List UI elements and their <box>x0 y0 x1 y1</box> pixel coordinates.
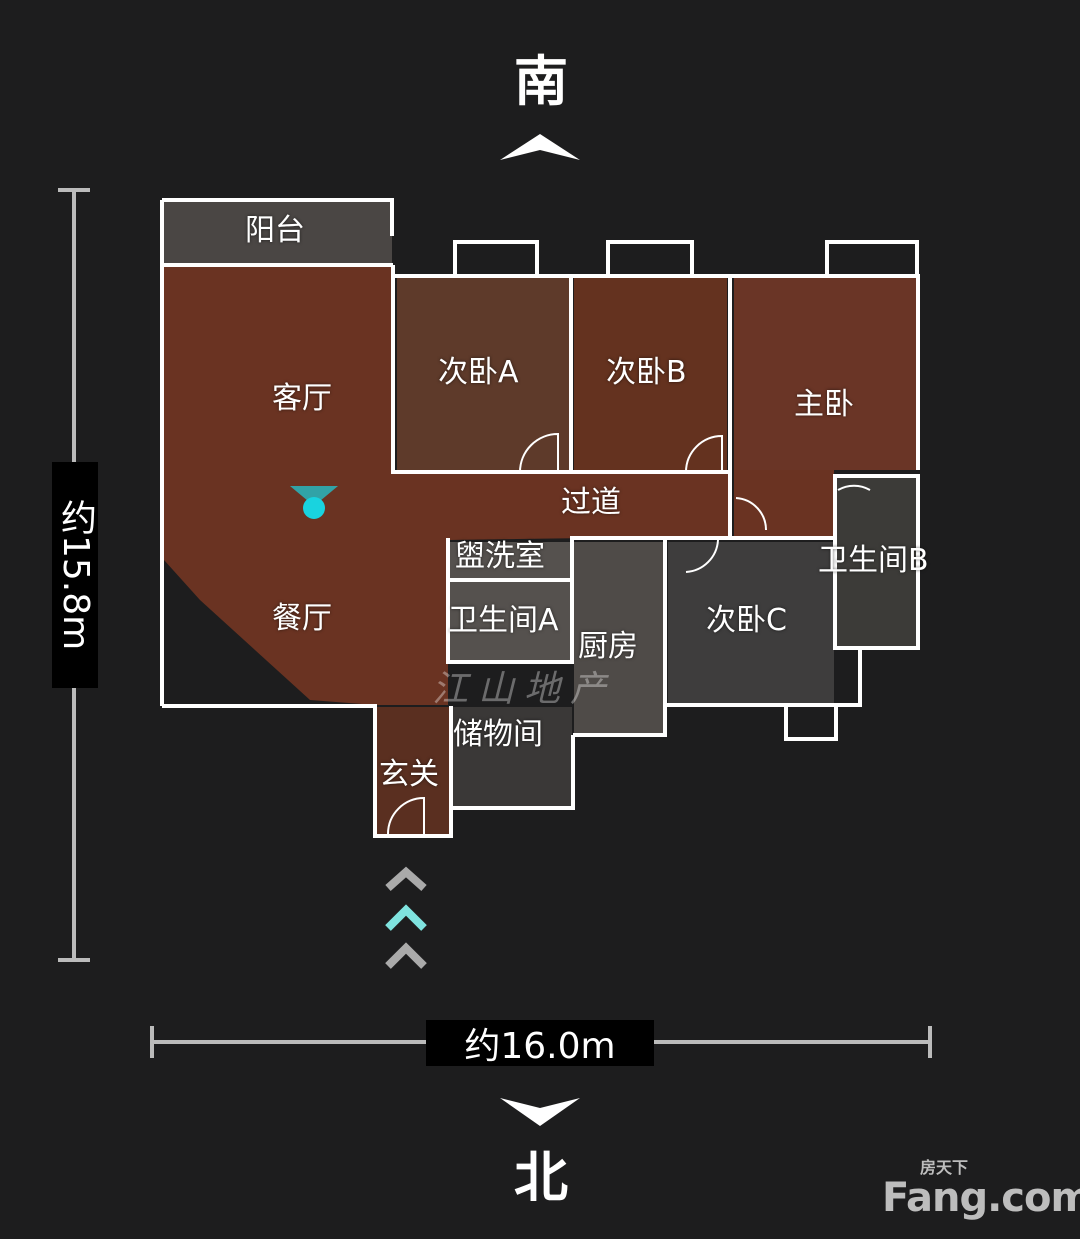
entrance-floor <box>377 707 449 834</box>
storage-floor <box>452 707 572 807</box>
room-corridor: 过道 <box>561 485 621 520</box>
watermark: 江山地产 <box>432 669 617 710</box>
current-position-marker <box>303 497 325 519</box>
entry-chevron-icons <box>385 866 427 969</box>
room-bathroom-b: 卫生间B <box>818 543 929 578</box>
width-label: 约16.0m <box>426 1020 654 1067</box>
room-dining: 餐厅 <box>272 601 332 636</box>
height-label: 约15.8m <box>52 462 98 688</box>
room-master: 主卧 <box>794 387 854 422</box>
view-cone-icon <box>290 486 338 506</box>
room-storage: 储物间 <box>453 717 543 752</box>
master-ext-floor <box>734 470 834 536</box>
master-floor <box>734 278 916 470</box>
logo-en: Fang.com <box>882 1175 1080 1221</box>
bedroom-b-floor <box>574 278 727 470</box>
door-swings <box>387 432 871 835</box>
room-bedroom-c: 次卧C <box>706 603 787 638</box>
room-living: 客厅 <box>272 381 332 416</box>
arrow-down-icon <box>500 1098 580 1126</box>
washroom-floor <box>450 542 572 662</box>
room-balcony: 阳台 <box>245 213 305 248</box>
room-bedroom-b: 次卧B <box>606 355 687 390</box>
compass-south: 南 <box>514 50 568 113</box>
logo-cn: 房天下 <box>920 1158 969 1177</box>
bathroom-b-floor <box>837 478 917 646</box>
room-kitchen: 厨房 <box>578 629 638 664</box>
walls <box>160 198 920 838</box>
kitchen-floor <box>574 542 664 734</box>
compass-north: 北 <box>514 1146 568 1209</box>
room-washroom: 盥洗室 <box>455 539 545 574</box>
room-bedroom-a: 次卧A <box>438 355 519 390</box>
fang-logo: 房天下 Fang.com <box>882 1158 1080 1220</box>
room-bathroom-a: 卫生间A <box>448 603 559 638</box>
balcony-floor <box>164 202 392 264</box>
room-entrance: 玄关 <box>379 757 439 792</box>
living-dining-floor <box>164 266 730 705</box>
bedroom-c-floor <box>668 542 834 704</box>
arrow-up-icon <box>500 134 580 160</box>
